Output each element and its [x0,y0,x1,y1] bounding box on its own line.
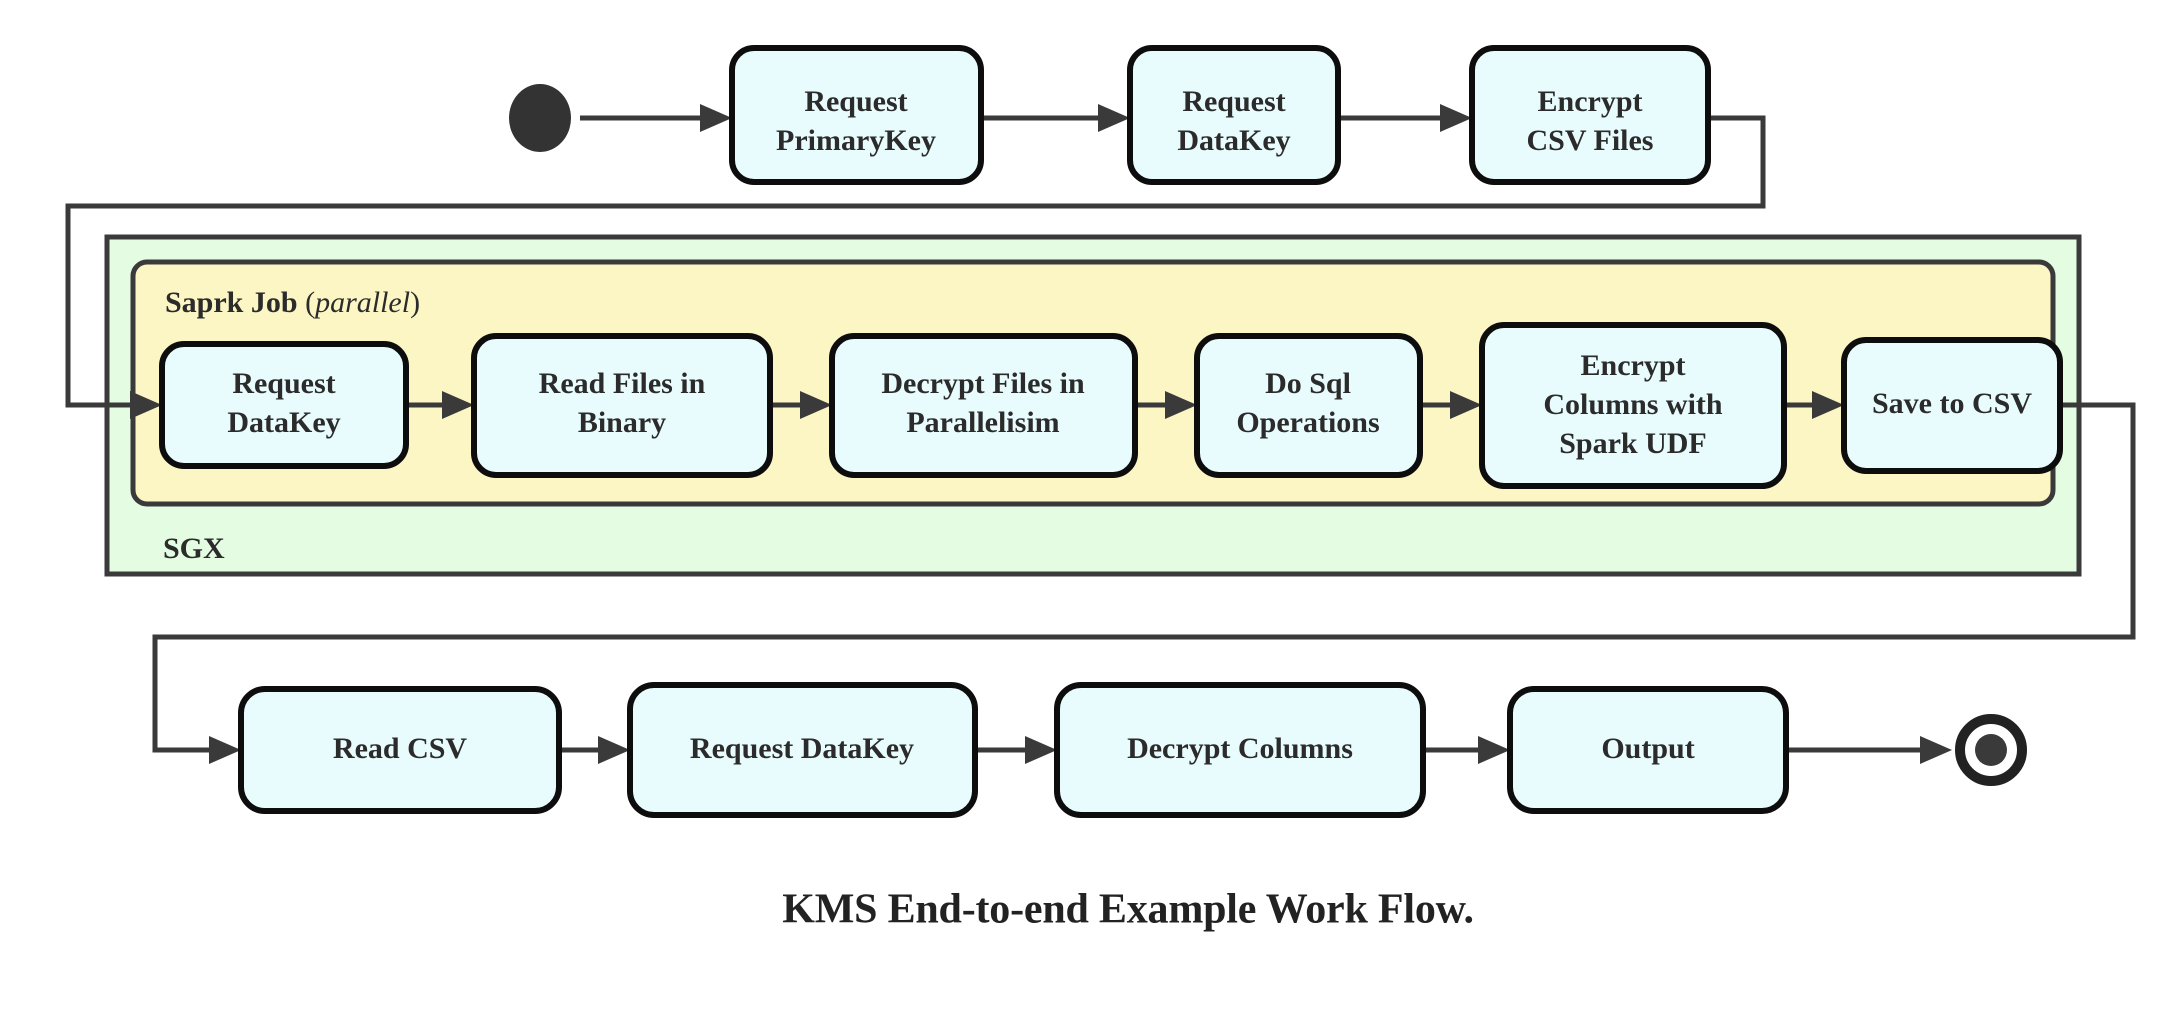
node-read-files-in-binary[interactable]: Read Files in Binary [471,333,773,478]
node-do-sql-operations[interactable]: Do Sql Operations [1194,333,1423,478]
node-request-datakey-top-label-2: DataKey [1177,124,1290,157]
edge-encrypt-csv-files-to-spark-request-datakey [65,115,1766,408]
node-read-files-in-binary-label-2: Binary [578,406,666,439]
node-encrypt-csv-files-box[interactable] [1469,45,1711,185]
arrowhead-save-to-csv-to-read-csv [209,736,241,764]
arrowhead-request-primarykey-to-request-datakey [1098,104,1130,132]
arrowhead-read-csv-to-request-datakey [598,736,630,764]
arrowhead-decrypt-files-to-do-sql-operations [1165,391,1197,419]
node-request-primarykey-label-2: PrimaryKey [776,124,936,157]
node-read-csv-box[interactable] [238,686,562,814]
end-node-ring [1955,714,2027,786]
node-request-primarykey-label: Request [804,85,907,118]
node-encrypt-csv-files[interactable]: Encrypt CSV Files [1469,45,1711,185]
arrowhead-request-datakey-to-encrypt-csv-files [1440,104,1472,132]
node-encrypt-columns-with-spark-udf-label: Encrypt [1581,349,1686,382]
node-encrypt-csv-files-label: Encrypt [1538,85,1643,118]
spark-job-group-label: Saprk Job (parallel) [165,286,420,319]
arrowhead-encrypt-columns-to-save-to-csv [1812,391,1844,419]
node-output[interactable]: Output [1507,686,1789,814]
node-output-label: Output [1601,732,1694,765]
arrowhead-output-to-end-node [1920,736,1952,764]
node-request-datakey-bottom-label: Request DataKey [690,732,914,765]
node-encrypt-columns-with-spark-udf-label-2: Columns with [1543,388,1723,421]
spark-job-label-paren-open: ( [298,286,316,319]
node-save-to-csv-box[interactable] [1841,337,2063,474]
node-request-primarykey-box[interactable] [729,45,984,185]
edges-layer [65,104,2136,764]
spark-job-label-paren-close: ) [410,286,420,319]
node-encrypt-csv-files-label-2: CSV Files [1527,124,1654,157]
end-node-dot [1975,734,2007,766]
node-request-primarykey[interactable]: Request PrimaryKey [729,45,984,185]
node-request-datakey-spark[interactable]: Request DataKey [159,341,409,469]
node-encrypt-columns-with-spark-udf[interactable]: Encrypt Columns with Spark UDF [1479,322,1787,489]
end-node [1955,714,2027,786]
node-encrypt-columns-with-spark-udf-label-3: Spark UDF [1559,427,1707,460]
node-decrypt-columns[interactable]: Decrypt Columns [1054,682,1426,818]
node-request-datakey-bottom[interactable]: Request DataKey [627,682,978,818]
node-request-datakey-top-box[interactable] [1127,45,1341,185]
node-request-datakey-spark-box[interactable] [159,341,409,469]
node-read-files-in-binary-label: Read Files in [539,367,706,400]
spark-job-row: Request DataKey Read Files in Binary Dec… [159,322,2063,489]
arrowhead-start-to-request-primarykey [700,104,732,132]
node-decrypt-files-in-parallelisim[interactable]: Decrypt Files in Parallelisim [829,333,1138,478]
node-do-sql-operations-label-2: Operations [1236,406,1379,439]
node-decrypt-files-in-parallelisim-label: Decrypt Files in [881,367,1085,400]
arrowhead-spark-request-datakey-to-read-files-in-binary [442,391,474,419]
output-row: Read CSV Request DataKey Decrypt Columns… [238,682,1789,818]
node-request-datakey-top-label: Request [1182,85,1285,118]
node-output-box[interactable] [1507,686,1789,814]
node-decrypt-columns-label: Decrypt Columns [1127,732,1353,765]
node-request-datakey-top[interactable]: Request DataKey [1127,45,1341,185]
edge-save-to-csv-to-read-csv [152,402,2136,753]
spark-job-label-bold: Saprk Job [165,286,298,319]
start-node [509,84,571,152]
spark-job-label-italic: parallel [313,286,410,319]
sgx-group-label: SGX [163,532,225,565]
node-decrypt-files-in-parallelisim-box[interactable] [829,333,1138,478]
node-save-to-csv-label: Save to CSV [1872,387,2032,420]
figure-caption: KMS End-to-end Example Work Flow. [782,887,1474,933]
arrowhead-request-datakey-to-decrypt-columns [1025,736,1057,764]
node-do-sql-operations-box[interactable] [1194,333,1423,478]
node-encrypt-columns-with-spark-udf-box[interactable] [1479,322,1787,489]
node-decrypt-columns-box[interactable] [1054,682,1426,818]
arrowhead-decrypt-columns-to-output [1478,736,1510,764]
node-read-csv[interactable]: Read CSV [238,686,562,814]
node-decrypt-files-in-parallelisim-label-2: Parallelisim [906,406,1059,439]
arrowhead-read-files-in-binary-to-decrypt-files [800,391,832,419]
node-save-to-csv[interactable]: Save to CSV [1841,337,2063,474]
node-read-csv-label: Read CSV [333,732,468,765]
arrowhead-encrypt-csv-files-to-spark-request-datakey [130,391,162,419]
arrowhead-do-sql-operations-to-encrypt-columns [1450,391,1482,419]
node-request-datakey-bottom-box[interactable] [627,682,978,818]
node-request-datakey-spark-label-2: DataKey [227,406,340,439]
node-do-sql-operations-label: Do Sql [1265,367,1351,400]
node-request-datakey-spark-label: Request [232,367,335,400]
node-read-files-in-binary-box[interactable] [471,333,773,478]
top-row: Request PrimaryKey Request DataKey Encry… [729,45,1711,185]
